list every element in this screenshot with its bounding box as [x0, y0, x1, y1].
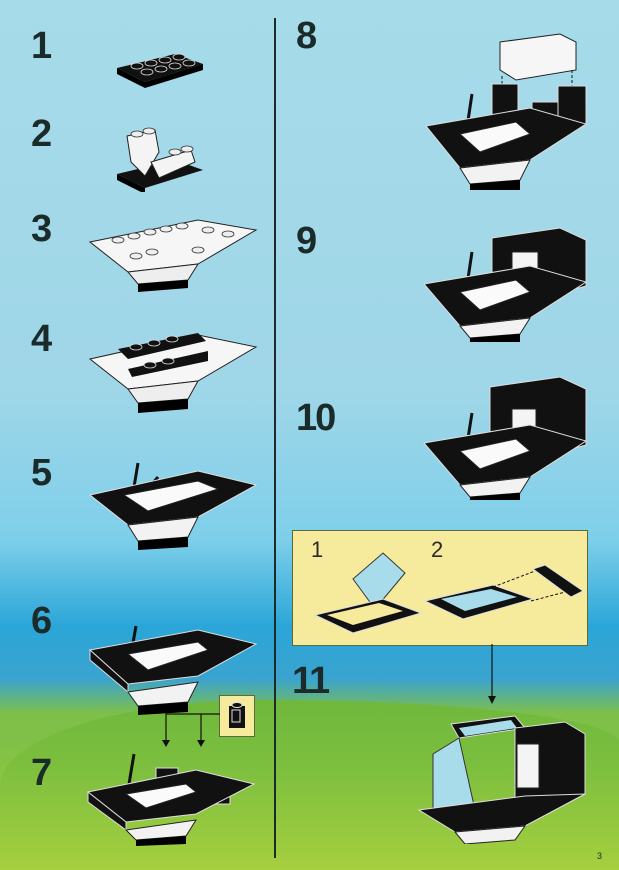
subassembly-inset: 1 2: [292, 530, 588, 646]
substep-number-1: 1: [311, 537, 324, 562]
step-number-4: 4: [31, 318, 52, 360]
figure-step-11: [417, 715, 586, 844]
figure-step-2: [117, 127, 203, 192]
step-number-6: 6: [31, 600, 52, 642]
step-number-3: 3: [31, 208, 52, 250]
step-number-10: 10: [296, 397, 336, 439]
inset-arrow: [488, 644, 496, 704]
step-number-5: 5: [31, 452, 52, 494]
substep-number-2: 2: [431, 537, 444, 562]
step-number-9: 9: [296, 220, 317, 262]
figure-step-4: [88, 333, 258, 413]
figure-step-7: [86, 753, 256, 846]
step-number-1: 1: [31, 25, 52, 67]
figure-step-6: [88, 625, 258, 715]
column-divider: [274, 18, 276, 858]
step-number-7: 7: [31, 752, 52, 794]
step-number-2: 2: [31, 113, 52, 155]
figure-step-3: [88, 219, 258, 292]
window-brick-icon: [229, 702, 245, 728]
step-number-11: 11: [292, 660, 330, 702]
callout-arrows: [162, 713, 220, 747]
page-number: 3: [597, 851, 603, 861]
step-number-8: 8: [296, 15, 317, 57]
figure-step-5: [88, 462, 258, 550]
callout-window-brick: [219, 695, 255, 737]
figure-substep-1: [313, 552, 423, 634]
figure-step-10: [423, 376, 588, 500]
figure-step-1: [117, 53, 203, 88]
figure-step-8: [425, 33, 588, 190]
figure-substep-2: [423, 564, 583, 620]
figure-step-9: [423, 227, 588, 342]
